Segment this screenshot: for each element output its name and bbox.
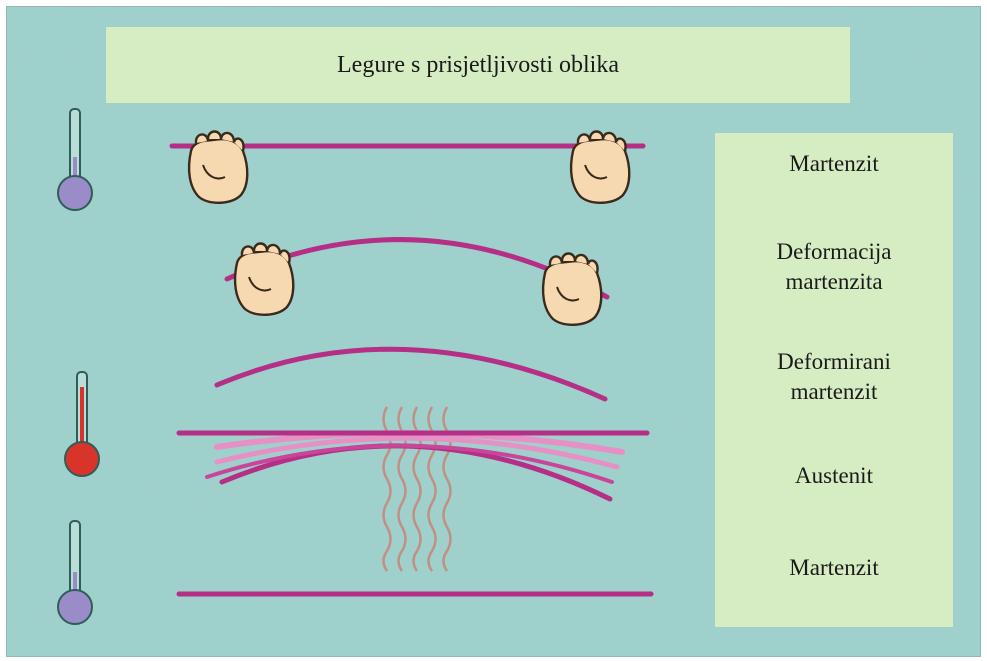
hand-icon: [543, 254, 601, 325]
diagram-canvas: Legure s prisjetljivosti oblika Martenzi…: [6, 6, 981, 657]
thermometer-cold-icon: [58, 109, 92, 210]
hand-icon: [235, 244, 293, 315]
wire-deformed: [217, 349, 605, 399]
hand-icon: [571, 132, 629, 203]
thermometer-hot-icon: [65, 372, 99, 476]
illustration: [7, 7, 980, 656]
hand-icon: [189, 132, 247, 203]
thermometer-cold-icon: [58, 521, 92, 624]
